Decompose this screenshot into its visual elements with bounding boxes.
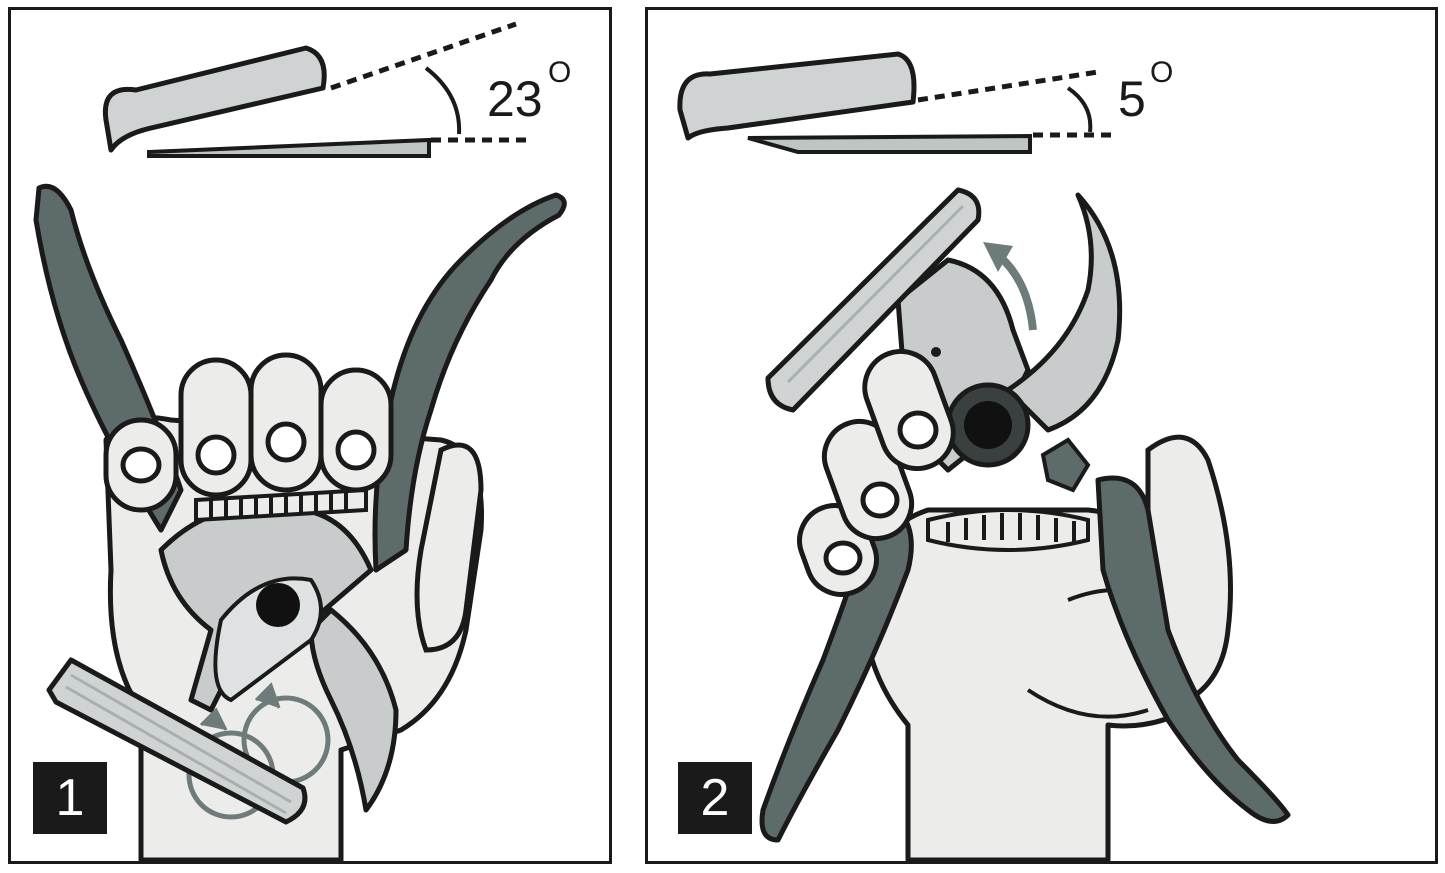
angle-line-upper [917, 69, 1099, 103]
angle-unit: O [548, 56, 571, 89]
fingernail-icon [195, 434, 237, 476]
sharpening-stone-icon [677, 51, 917, 141]
fingernail-icon [265, 421, 307, 463]
angle-unit: O [1150, 56, 1173, 89]
spring-icon [926, 508, 1090, 552]
step-2-panel: 5 O [645, 7, 1438, 864]
right-handle-icon [1095, 475, 1291, 824]
fingernail-icon [335, 429, 377, 471]
fingers [103, 352, 394, 513]
left-handle-icon [759, 507, 914, 843]
arrowhead-icon [254, 682, 281, 709]
nut-icon [1040, 437, 1091, 493]
curved-blade-icon [1005, 192, 1123, 433]
fingernail-icon [897, 410, 939, 450]
arrowhead-icon [983, 242, 1013, 272]
sharpening-stone-in-use [765, 187, 982, 413]
step-1-illustration: 23 O [33, 21, 571, 863]
pivot-bolt-icon [256, 583, 300, 627]
step-1-panel: 23 O [8, 7, 612, 864]
sharpening-stone-in-use [46, 657, 308, 825]
step-number-badge: 2 [678, 762, 752, 834]
rivet-icon [931, 347, 941, 357]
fingernail-icon [860, 481, 900, 519]
angle-arc [1066, 86, 1093, 133]
pruner-handles [759, 475, 1291, 843]
spring-icon [194, 487, 368, 523]
upward-motion-arrow [983, 242, 1037, 331]
thumb-icon [414, 442, 484, 653]
angle-diagram: 5 O [677, 51, 1173, 154]
blade-edge-icon [147, 137, 431, 158]
angle-value: 5 [1118, 71, 1146, 127]
step-2-illustration: 5 O [677, 51, 1291, 863]
arrowhead-icon [199, 707, 228, 731]
curved-blade-icon [308, 607, 399, 813]
step-number-badge: 1 [33, 762, 107, 834]
angle-arc [424, 66, 462, 135]
blade-edge-icon [747, 133, 1032, 154]
fingernail-icon [823, 540, 863, 576]
sharpening-stone-icon [102, 45, 327, 153]
angle-value: 23 [487, 71, 543, 127]
fingers [797, 348, 956, 597]
pivot-bolt-icon [964, 401, 1012, 449]
angle-diagram: 23 O [102, 21, 571, 158]
right-handle-icon [372, 192, 567, 573]
pruner-head [158, 505, 399, 813]
fingernail-icon [120, 446, 162, 484]
